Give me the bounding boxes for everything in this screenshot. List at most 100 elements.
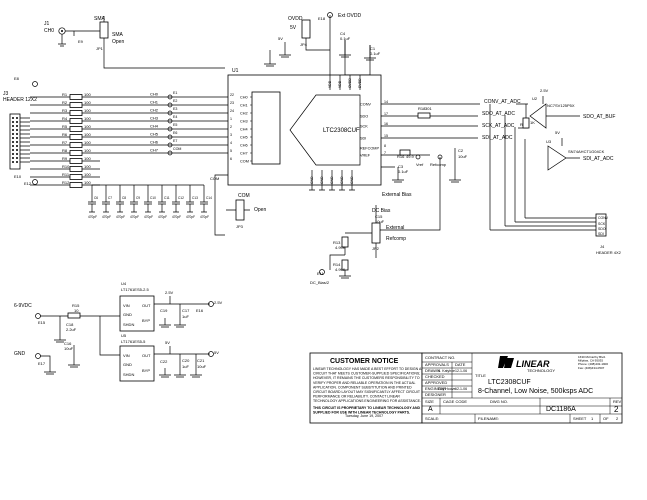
- resistor-value: 100: [84, 116, 91, 121]
- designer-label: DESIGNER: [425, 392, 446, 397]
- adc-right-pin: SCK: [360, 125, 368, 129]
- u2-part: NC7SV125P5X: [547, 103, 575, 108]
- v5-logic: 5V: [555, 130, 560, 135]
- filter-cap-ref: C8: [122, 196, 126, 200]
- svg-text:GND: GND: [123, 362, 132, 367]
- header-pin: [12, 121, 14, 123]
- r15-ref: R15: [72, 303, 80, 308]
- svg-text:VIN: VIN: [123, 353, 130, 358]
- adc-right-pin-num: 7: [384, 151, 386, 155]
- channel-net-label: CH0: [150, 92, 159, 97]
- c15-ref: C15: [375, 214, 383, 219]
- header-ref: J3: [3, 91, 9, 97]
- dc-bias-label: DC Bias: [372, 208, 391, 214]
- r15-val: 10: [74, 308, 79, 313]
- svg-text:BYP: BYP: [142, 368, 150, 373]
- svg-text:CONV: CONV: [598, 216, 609, 220]
- adc-right-pin: CONV: [360, 103, 371, 107]
- test-point-ref: E2: [173, 99, 177, 103]
- u4-body: [119, 295, 155, 332]
- svg-text:VIN: VIN: [123, 303, 130, 308]
- svg-text:SDO: SDO: [598, 227, 606, 231]
- test-point-ref: E1: [173, 91, 177, 95]
- u5-ref: U5: [121, 333, 127, 338]
- jp2-external: External: [386, 225, 404, 231]
- header-4x2-body: [595, 213, 607, 237]
- refcomp-net: Refcomp: [430, 162, 447, 167]
- approvals-label: APPROVALS: [425, 362, 449, 367]
- u2-ref: U2: [532, 96, 538, 101]
- sdo-at-adc: SDO_AT_ADC: [482, 111, 515, 117]
- r16-val: 49.9: [406, 154, 415, 159]
- u3-part: SN74AHCT1G04CK: [568, 149, 605, 154]
- e16-ref: E16: [196, 308, 204, 313]
- dc-bias-net: DC_Bias/2: [310, 280, 330, 285]
- adc-left-pin: CH1: [240, 104, 248, 108]
- channel-net-label: CH7: [150, 148, 159, 153]
- c3-ref: C3: [398, 164, 404, 169]
- jp4-ref: JP4: [300, 42, 308, 47]
- digital-interface: R18 301 CONV_AT_ADC SDO_AT_ADC SCK_AT_AD…: [381, 88, 622, 255]
- channel-net-label: CH2: [150, 108, 159, 113]
- adc-left-pin-num: 24: [230, 109, 234, 113]
- header-pin: [16, 141, 18, 143]
- cage-label: CAGE CODE: [443, 399, 467, 404]
- svg-text:SDI: SDI: [598, 232, 604, 236]
- resistor-r2: [69, 102, 83, 108]
- c17-val: 1uF: [182, 314, 189, 319]
- header-name: HEADER 12X2: [3, 97, 37, 103]
- e15-ref: E15: [38, 320, 46, 325]
- adc-bottom-pin: GND: [330, 176, 334, 184]
- adc-left-pin: CH0: [240, 96, 248, 100]
- adc-top-pin: VDD: [328, 80, 332, 88]
- filter-capacitor-row: C6470pFC7470pFC8470pFC9470pFC10470pFC114…: [88, 184, 212, 219]
- channel-net-label: CH3: [150, 116, 159, 121]
- printed-date: Tuesday, June 19, 2007: [345, 414, 383, 418]
- adc-left-pin-num: 4: [230, 141, 232, 145]
- channel-test-point: [167, 118, 173, 124]
- title-label: TITLE: [475, 373, 486, 378]
- notice-line: LINEAR TECHNOLOGY HAS MADE A BEST EFFORT…: [313, 367, 422, 371]
- sheet-label: SHEET: [573, 416, 587, 421]
- header-pin: [16, 137, 18, 139]
- resistor-r10: [69, 166, 83, 172]
- header-body: [9, 113, 21, 170]
- header-pin: [16, 133, 18, 135]
- header-pin: [12, 153, 14, 155]
- svg-text:SCK: SCK: [598, 222, 606, 226]
- adc-left-pin: CH4: [240, 128, 248, 132]
- c16-ref: C16: [64, 341, 72, 346]
- filter-cap-ref: C11: [164, 196, 170, 200]
- u4-ref: U4: [121, 281, 127, 286]
- header-pin: [12, 161, 14, 163]
- resistor-ref: R12: [62, 180, 70, 185]
- e8-ref: E8: [14, 76, 20, 81]
- u5-out-net: 5V: [165, 340, 170, 345]
- size-label: SIZE: [425, 399, 434, 404]
- resistor-value: 100: [84, 156, 91, 161]
- adc-top-pin: OVDD: [348, 78, 352, 88]
- adc-right-pin-num: 17: [384, 112, 388, 116]
- u4-part: LT1761ES5-2.5: [121, 287, 149, 292]
- adc-left-pin: CH6: [240, 144, 248, 148]
- r16-ref: R16: [397, 154, 405, 159]
- j4-name: HEADER 4X2: [596, 250, 622, 255]
- resistor-ref: R6: [62, 132, 68, 137]
- c2-val: 10uF: [458, 154, 468, 159]
- c1-ref: C1: [370, 46, 376, 51]
- u4-out-net: 2.5V: [165, 290, 174, 295]
- resistor-ref: R8: [62, 148, 68, 153]
- jp1-a: SMA: [112, 32, 124, 38]
- c20-val: 1uF: [182, 364, 189, 369]
- filter-cap-ref: C12: [178, 196, 184, 200]
- svg-text:GND: GND: [123, 312, 132, 317]
- c20-ref: C20: [182, 358, 190, 363]
- adc-right-pin-num: 14: [384, 100, 388, 104]
- adc-left-pin-num: 5: [230, 149, 232, 153]
- header-12x2: J3 HEADER 12X2 E8 E10 E12: [3, 76, 38, 186]
- test-point-ref: E7: [173, 139, 177, 143]
- c21-ref: C21: [197, 358, 205, 363]
- channel-net-label: CH1: [150, 100, 159, 105]
- filter-cap-ref: C13: [192, 196, 198, 200]
